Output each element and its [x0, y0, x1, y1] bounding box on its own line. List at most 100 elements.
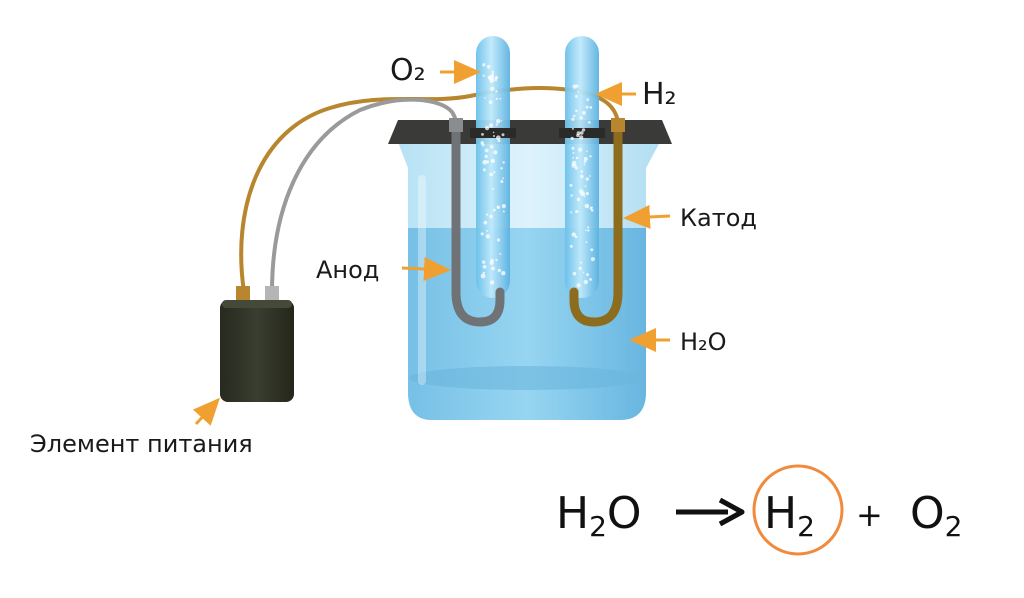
bubble: [493, 171, 496, 174]
reaction-arrow: [676, 497, 745, 527]
bubble: [574, 166, 579, 170]
power-arrow: [192, 397, 221, 426]
bubble: [495, 123, 498, 126]
bubble: [494, 78, 498, 82]
bubble: [499, 252, 502, 255]
bubble: [587, 229, 590, 232]
bubble: [572, 271, 577, 276]
bubble: [590, 206, 593, 209]
bubble: [488, 123, 494, 128]
bubble: [571, 160, 577, 166]
bubble: [582, 111, 586, 115]
bubble: [489, 280, 495, 285]
cathode-electrode: [569, 119, 623, 327]
bubble: [585, 177, 589, 181]
bubble: [500, 120, 503, 122]
bubble: [571, 146, 575, 150]
bubble: [569, 244, 573, 248]
bubble: [500, 167, 503, 170]
test-tube-oxygen: [470, 36, 516, 298]
hydrogen-highlight-circle: [752, 464, 844, 556]
bubble: [570, 136, 574, 140]
bubble: [575, 156, 579, 160]
bubble: [570, 211, 573, 214]
bubble: [486, 229, 489, 232]
bubble: [586, 150, 588, 153]
bubble: [493, 135, 495, 137]
bubble: [583, 160, 587, 163]
bubble: [580, 261, 583, 264]
bubble: [482, 168, 486, 172]
bubble: [571, 127, 574, 130]
bubble: [490, 145, 494, 149]
bubble: [580, 170, 584, 173]
bubble: [578, 189, 584, 194]
bubble: [576, 283, 581, 288]
bubble: [484, 154, 488, 159]
bubble: [586, 98, 590, 101]
bubble: [490, 86, 495, 91]
bubble: [496, 238, 501, 242]
bubble: [493, 150, 498, 155]
bubble: [583, 163, 586, 166]
bubble: [502, 177, 504, 180]
bubble: [495, 258, 498, 262]
h2-label: H₂: [642, 77, 677, 112]
bubble: [584, 185, 587, 188]
bubble: [590, 257, 595, 262]
bubble: [589, 175, 591, 177]
bubble: [578, 266, 582, 271]
bubble: [572, 157, 574, 159]
bubble: [482, 63, 486, 67]
beaker-lid: [388, 120, 672, 144]
bubble: [492, 208, 496, 212]
bubble: [501, 133, 505, 137]
bubble: [495, 97, 498, 100]
bubble: [572, 114, 576, 118]
o2-label: O₂: [390, 53, 426, 88]
bubble: [571, 232, 576, 237]
anode-arrow: [401, 256, 451, 281]
bubble: [581, 128, 586, 132]
bubble: [585, 192, 589, 196]
bubble: [501, 271, 506, 276]
bubble: [502, 161, 505, 164]
water-body: [408, 228, 646, 420]
bubble: [580, 174, 584, 179]
bubble: [480, 273, 486, 279]
bubble: [489, 75, 495, 80]
bubble: [582, 271, 585, 274]
bubble: [585, 229, 587, 232]
bubble: [590, 209, 594, 212]
bubble: [577, 90, 580, 93]
water-label: H₂O: [680, 328, 727, 356]
bubble: [484, 97, 486, 99]
bubble: [570, 194, 573, 197]
bubble: [497, 139, 501, 143]
bubble: [496, 135, 501, 140]
bubble: [482, 264, 487, 269]
bubble: [499, 97, 502, 100]
bubble: [589, 155, 592, 158]
bubble: [580, 131, 584, 135]
bubble: [575, 84, 579, 88]
equation-reactant: H2O: [556, 488, 642, 543]
bubble: [586, 273, 590, 277]
bubble: [482, 159, 488, 165]
bubble: [500, 180, 504, 183]
equation-product-h2: H2: [764, 488, 815, 543]
bubble: [485, 126, 490, 131]
bubble: [486, 213, 489, 216]
bubble: [489, 261, 494, 265]
bubble: [583, 156, 588, 161]
bubble: [489, 172, 493, 177]
bubble: [492, 131, 495, 134]
bubble: [497, 268, 501, 273]
bubble: [490, 159, 494, 163]
bubble: [491, 70, 495, 74]
bubble: [585, 241, 588, 244]
bubble: [575, 210, 579, 213]
cathode-arrow: [623, 204, 671, 229]
bubble: [501, 204, 506, 209]
